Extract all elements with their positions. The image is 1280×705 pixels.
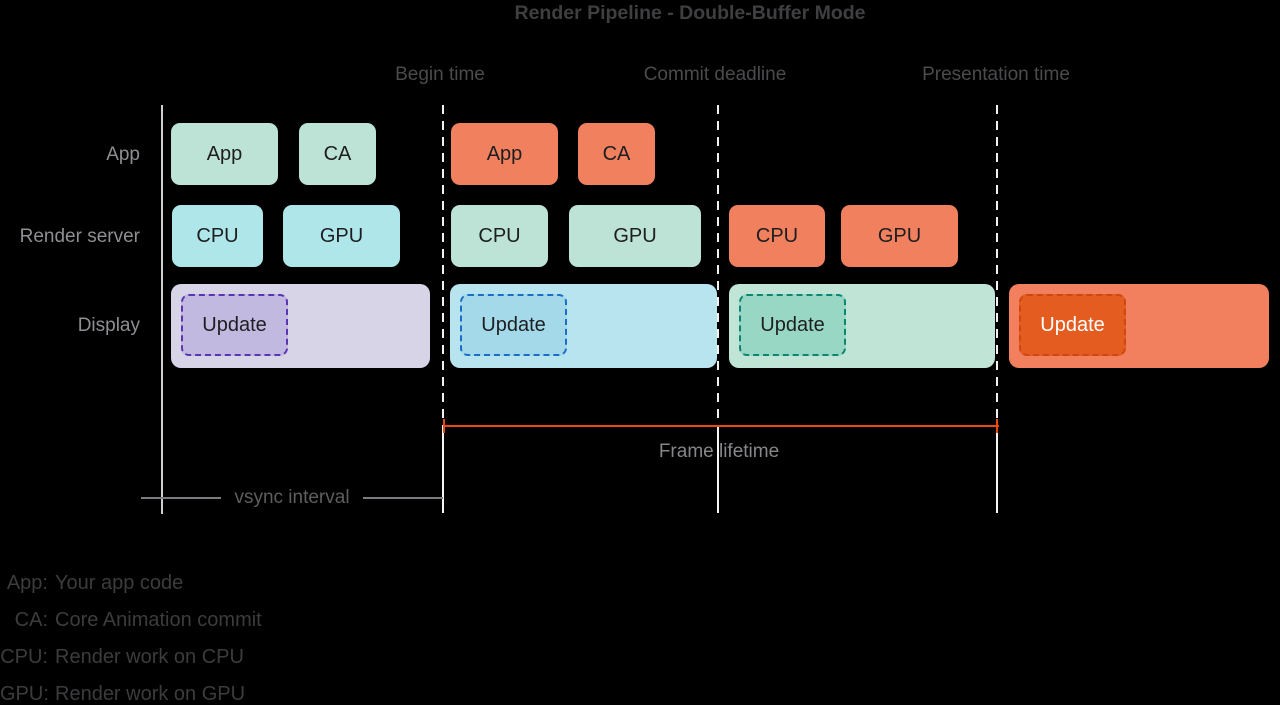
legend-row-cpu: CPU: Render work on CPU	[0, 639, 262, 676]
legend-key-gpu: GPU:	[0, 683, 49, 705]
legend-desc-gpu: Render work on GPU	[55, 683, 246, 705]
row-label-app: App	[106, 144, 140, 165]
cpu-box-seg1: CPU	[172, 205, 263, 267]
row-label-display: Display	[77, 315, 140, 336]
row-label-render-server: Render server	[19, 226, 140, 247]
legend-key-app: App:	[6, 572, 48, 594]
frame-lifetime-line	[443, 425, 999, 427]
legend-desc-app: Your app code	[55, 572, 184, 594]
gpu-box-seg1: GPU	[283, 205, 400, 267]
commit-deadline-line	[717, 105, 719, 426]
legend-row-gpu: GPU: Render work on GPU	[0, 676, 262, 705]
legend: App: Your app code CA: Core Animation co…	[0, 565, 262, 705]
display-buffer-seg1: Update	[171, 284, 430, 368]
vsync-line-right	[362, 496, 444, 499]
app-box-seg2: App	[451, 123, 558, 185]
frame-lifetime-tick-right	[996, 419, 998, 433]
legend-key-cpu: CPU:	[0, 646, 48, 668]
legend-row-app: App: Your app code	[0, 565, 262, 602]
commit-deadline-line-tail	[717, 426, 719, 513]
display-buffer-seg2: Update	[450, 284, 717, 368]
legend-row-ca: CA: Core Animation commit	[0, 602, 262, 639]
time-label-begin: Begin time	[395, 64, 485, 85]
begin-time-line-tail	[442, 426, 444, 513]
legend-key-ca: CA:	[14, 609, 48, 631]
update-box-orange: Update	[1019, 294, 1126, 356]
presentation-time-line	[996, 105, 998, 426]
page-title: Render Pipeline - Double-Buffer Mode	[514, 2, 866, 24]
timeline-start-line	[161, 105, 163, 514]
time-label-presentation: Presentation time	[922, 64, 1070, 85]
update-box-green: Update	[739, 294, 846, 356]
legend-desc-cpu: Render work on CPU	[55, 646, 244, 668]
frame-lifetime-label: Frame lifetime	[658, 441, 780, 462]
presentation-time-line-tail	[996, 426, 998, 513]
cpu-box-seg2: CPU	[451, 205, 548, 267]
app-box-seg1: App	[171, 123, 278, 185]
gpu-box-seg3: GPU	[841, 205, 958, 267]
vsync-line-left	[141, 496, 222, 499]
vsync-interval-annotation: vsync interval	[141, 486, 444, 508]
legend-desc-ca: Core Animation commit	[55, 609, 262, 631]
cpu-box-seg3: CPU	[729, 205, 825, 267]
display-buffer-seg3: Update	[729, 284, 995, 368]
gpu-box-seg2: GPU	[569, 205, 701, 267]
ca-box-seg2: CA	[578, 123, 655, 185]
display-buffer-seg4: Update	[1009, 284, 1269, 368]
vsync-interval-label: vsync interval	[234, 486, 350, 508]
begin-time-line	[442, 105, 444, 426]
update-box-purple: Update	[181, 294, 288, 356]
ca-box-seg1: CA	[299, 123, 376, 185]
update-box-cyan: Update	[460, 294, 567, 356]
frame-lifetime-tick-left	[443, 419, 445, 433]
time-label-commit: Commit deadline	[643, 64, 787, 85]
